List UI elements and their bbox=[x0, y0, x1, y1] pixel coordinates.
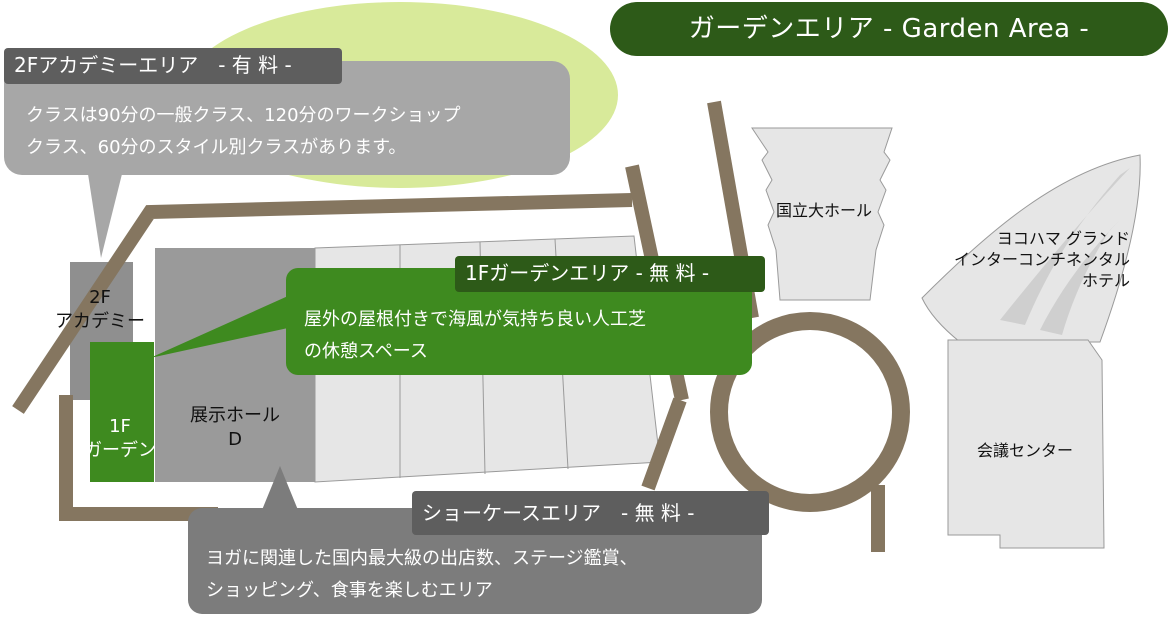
showcase-description-line: ヨガに関連した国内最大級の出店数、ステージ鑑賞、 bbox=[206, 548, 638, 569]
hall-d-label: 展示ホール D bbox=[170, 404, 300, 452]
academy-area-header: 2Fアカデミーエリア - 有 料 - bbox=[4, 48, 342, 84]
conference-center-label: 会議センター bbox=[976, 441, 1073, 460]
road bbox=[12, 193, 633, 414]
academy-2f-label-line: アカデミー bbox=[55, 311, 145, 332]
hotel-label-line: ヨコハマ グランド bbox=[996, 229, 1130, 248]
road bbox=[641, 397, 687, 491]
academy-2f-label-line: 2F bbox=[89, 287, 111, 308]
showcase-description-line: ショッピング、食事を楽しむエリア bbox=[206, 580, 493, 601]
national-hall-building bbox=[751, 127, 893, 301]
academy-description-line: クラス、60分のスタイル別クラスがあります。 bbox=[26, 137, 407, 158]
garden-callout-pointer bbox=[150, 296, 288, 358]
garden-callout-box bbox=[286, 268, 752, 375]
academy-callout-box bbox=[4, 61, 570, 175]
garden-1f-label-line: 1F bbox=[109, 416, 131, 437]
hall-d-label-line: 展示ホール bbox=[190, 405, 280, 426]
road-roundabout bbox=[710, 312, 910, 512]
showcase-description: ヨガに関連した国内最大級の出店数、ステージ鑑賞、 ショッピング、食事を楽しむエリ… bbox=[206, 543, 766, 607]
hotel-building bbox=[921, 154, 1141, 343]
garden-1f-area bbox=[90, 342, 154, 482]
showcase-area-header: ショーケースエリア - 無 料 - bbox=[412, 491, 769, 535]
garden-description-line: の休憩スペース bbox=[304, 341, 428, 362]
hotel-label-line: ホテル bbox=[1081, 271, 1130, 290]
hall-d-label-line: D bbox=[228, 429, 242, 450]
national-hall-label: 国立大ホール bbox=[775, 201, 872, 220]
garden-area-header: 1Fガーデンエリア - 無 料 - bbox=[455, 256, 765, 292]
conference-center-building bbox=[947, 339, 1105, 549]
showcase-callout-pointer bbox=[262, 466, 298, 510]
garden-1f-label-line: ガーデン bbox=[84, 440, 156, 461]
hotel-wing bbox=[1000, 168, 1130, 325]
hotel-wing bbox=[1040, 220, 1120, 335]
map-title: ガーデンエリア - Garden Area - bbox=[610, 2, 1168, 56]
garden-1f-label: 1F ガーデン bbox=[60, 415, 180, 463]
garden-description-line: 屋外の屋根付きで海風が気持ち良い人工芝 bbox=[304, 309, 646, 330]
garden-description: 屋外の屋根付きで海風が気持ち良い人工芝 の休憩スペース bbox=[304, 304, 754, 368]
academy-description: クラスは90分の一般クラス、120分のワークショップ クラス、60分のスタイル別… bbox=[26, 100, 566, 164]
hotel-label-line: インターコンチネンタル bbox=[953, 250, 1130, 269]
academy-callout-pointer bbox=[88, 174, 122, 258]
academy-description-line: クラスは90分の一般クラス、120分のワークショップ bbox=[26, 105, 461, 126]
academy-2f-label: 2F アカデミー bbox=[40, 286, 160, 334]
hotel-label: ヨコハマ グランド インターコンチネンタル ホテル bbox=[920, 228, 1130, 291]
